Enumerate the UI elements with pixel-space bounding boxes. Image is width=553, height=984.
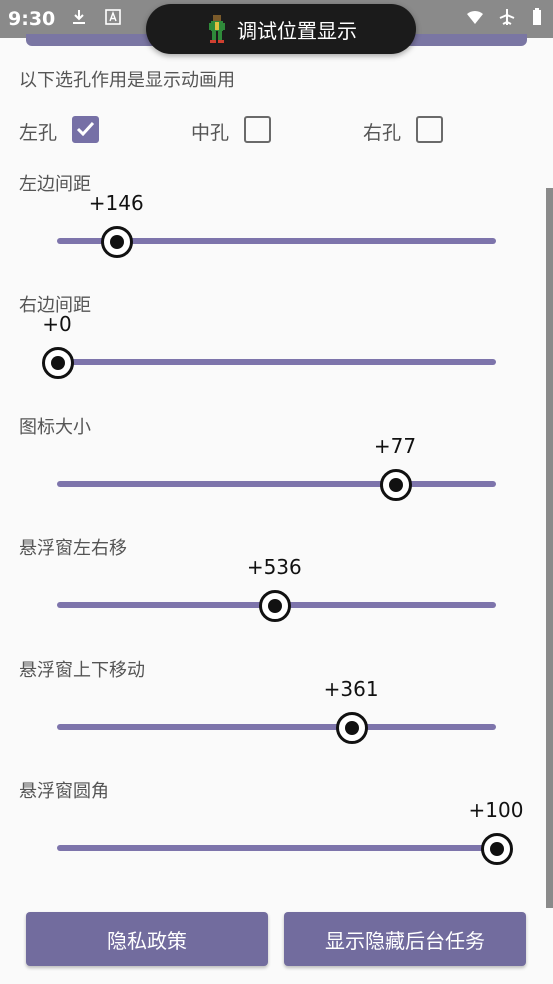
slider-value: +146: [88, 191, 144, 215]
checkbox-box[interactable]: [244, 116, 271, 143]
status-time: 9:30: [8, 8, 56, 30]
toggle-background-tasks-button[interactable]: 显示隐藏后台任务: [284, 912, 526, 966]
checkbox-label: 右孔: [363, 122, 402, 144]
game-character-icon: [209, 15, 225, 43]
slider-thumb[interactable]: [336, 712, 369, 744]
slider-icon-size[interactable]: +77: [57, 434, 496, 504]
app-notification-icon: [105, 9, 121, 25]
label-float-corner: 悬浮窗圆角: [19, 781, 109, 802]
slider-float-vertical[interactable]: +361: [57, 677, 496, 747]
toast-text: 调试位置显示: [237, 18, 357, 43]
slider-value: +100: [468, 798, 524, 822]
label-icon-size: 图标大小: [19, 417, 91, 438]
checkbox-box[interactable]: [72, 116, 99, 143]
slider-value: +0: [42, 312, 72, 336]
label-float-vertical: 悬浮窗上下移动: [19, 660, 145, 681]
intro-text: 以下选孔作用是显示动画用: [19, 70, 235, 91]
slider-thumb[interactable]: [481, 833, 513, 865]
checkbox-label: 中孔: [191, 122, 230, 144]
slider-track[interactable]: [57, 359, 496, 365]
slider-track[interactable]: [57, 481, 496, 487]
slider-thumb[interactable]: [42, 347, 74, 379]
slider-left-margin[interactable]: +146: [57, 191, 496, 261]
slider-value: +536: [246, 555, 302, 579]
label-float-horizontal: 悬浮窗左右移: [19, 538, 127, 559]
airplane-icon: [499, 9, 515, 25]
slider-value: +361: [323, 677, 379, 701]
slider-track[interactable]: [57, 845, 496, 851]
battery-icon: [533, 8, 541, 25]
label-left-margin: 左边间距: [19, 174, 91, 195]
checkbox-left-hole[interactable]: 左孔: [19, 116, 109, 146]
checkbox-right-hole[interactable]: 右孔: [363, 116, 453, 146]
slider-float-horizontal[interactable]: +536: [57, 555, 496, 625]
checkbox-label: 左孔: [19, 122, 58, 144]
privacy-policy-button[interactable]: 隐私政策: [26, 912, 268, 966]
scrollbar[interactable]: [546, 188, 553, 908]
wifi-icon: [467, 10, 483, 24]
slider-float-corner[interactable]: +100: [57, 798, 523, 868]
slider-value: +77: [373, 434, 417, 458]
toast-message: 调试位置显示: [146, 4, 416, 54]
checkbox-box[interactable]: [416, 116, 443, 143]
checkmark-icon: [76, 121, 95, 136]
download-icon: [73, 10, 85, 24]
slider-track[interactable]: [57, 724, 496, 730]
slider-thumb[interactable]: [259, 590, 292, 622]
label-right-margin: 右边间距: [19, 295, 91, 316]
checkbox-middle-hole[interactable]: 中孔: [191, 116, 281, 146]
slider-track[interactable]: [57, 238, 496, 244]
slider-thumb[interactable]: [101, 226, 134, 258]
slider-thumb[interactable]: [380, 469, 413, 501]
slider-right-margin[interactable]: +0: [42, 312, 496, 382]
